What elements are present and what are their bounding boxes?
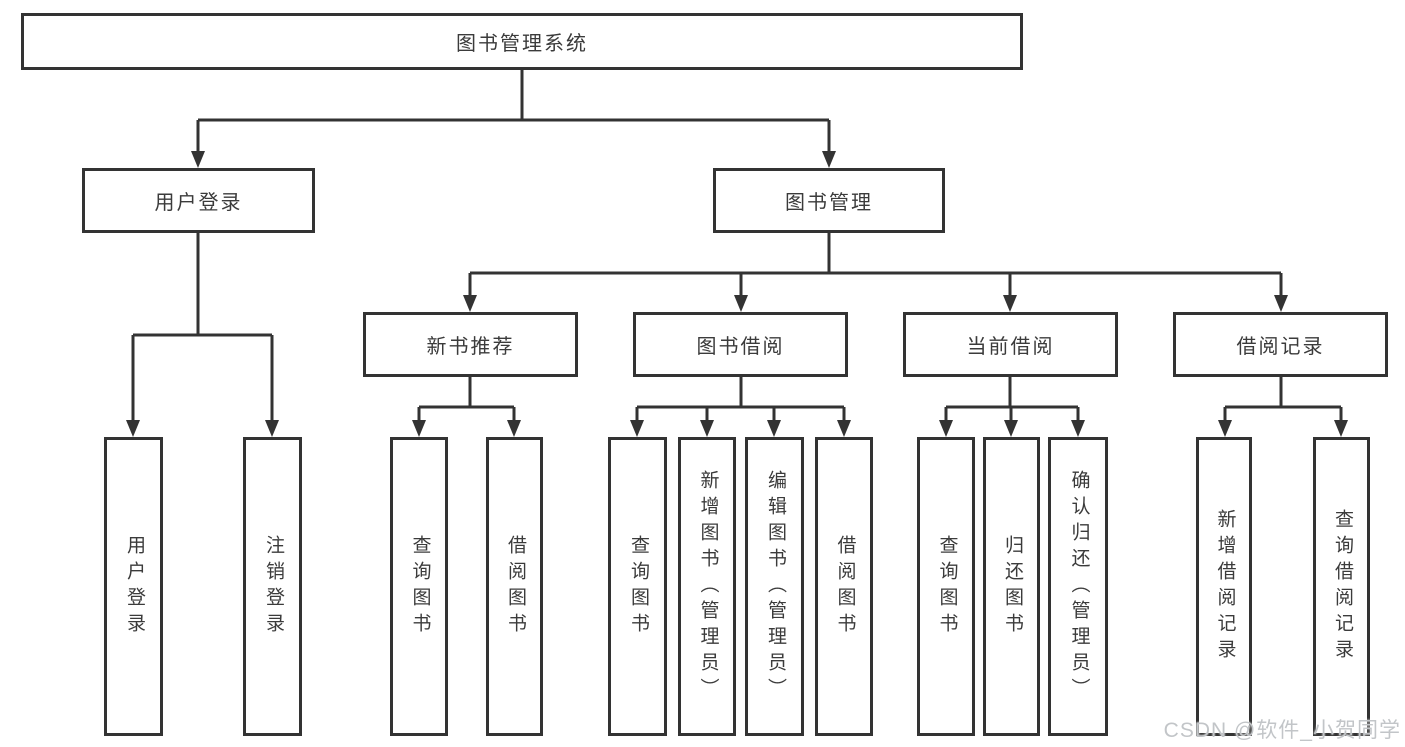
leaf-logout: 注销登录 <box>243 437 302 736</box>
node-label: 图书管理系统 <box>456 33 588 55</box>
leaf-query-books: 查询图书 <box>917 437 975 736</box>
leaf-label: 查询图书 <box>409 534 431 639</box>
node-label: 借阅记录 <box>1236 336 1325 358</box>
leaf-borrow-books: 借阅图书 <box>815 437 873 736</box>
leaf-label: 归还图书 <box>1001 534 1023 639</box>
leaf-label: 查询图书 <box>627 534 649 639</box>
node-root-library-management-system: 图书管理系统 <box>21 13 1023 70</box>
leaf-label: 借阅图书 <box>834 534 856 639</box>
arrowheads <box>126 151 1348 437</box>
leaf-borrow-books: 借阅图书 <box>486 437 543 736</box>
leaf-label: 注销登录 <box>262 534 284 639</box>
node-new-book-recommend: 新书推荐 <box>363 312 578 377</box>
node-user-login: 用户登录 <box>82 168 315 233</box>
leaf-return-books: 归还图书 <box>983 437 1040 736</box>
node-current-borrow: 当前借阅 <box>903 312 1118 377</box>
node-book-borrow: 图书借阅 <box>633 312 848 377</box>
leaf-confirm-return-admin: 确认归还（管理员） <box>1048 437 1108 736</box>
node-label: 图书管理 <box>785 192 873 214</box>
leaf-label: 编辑图书（管理员） <box>764 469 786 704</box>
leaf-query-books: 查询图书 <box>608 437 667 736</box>
node-book-management: 图书管理 <box>713 168 945 233</box>
csdn-watermark: CSDN @软件_小贺同学 <box>1163 719 1401 742</box>
leaf-label: 借阅图书 <box>504 534 526 639</box>
leaf-user-login: 用户登录 <box>104 437 163 736</box>
leaf-query-borrow-record: 查询借阅记录 <box>1313 437 1370 736</box>
leaf-edit-books-admin: 编辑图书（管理员） <box>745 437 804 736</box>
node-label: 图书借阅 <box>696 336 785 358</box>
leaf-add-borrow-record: 新增借阅记录 <box>1196 437 1252 736</box>
leaf-label: 新增借阅记录 <box>1214 508 1236 665</box>
node-label: 新书推荐 <box>426 336 515 358</box>
node-label: 用户登录 <box>154 192 243 214</box>
leaf-label: 新增图书（管理员） <box>697 469 719 704</box>
leaf-label: 确认归还（管理员） <box>1068 469 1090 704</box>
node-label: 当前借阅 <box>966 336 1055 358</box>
node-borrow-records: 借阅记录 <box>1173 312 1388 377</box>
leaf-label: 查询图书 <box>936 534 958 639</box>
leaf-label: 查询借阅记录 <box>1331 508 1353 665</box>
leaf-add-books-admin: 新增图书（管理员） <box>678 437 736 736</box>
leaf-query-books: 查询图书 <box>390 437 448 736</box>
leaf-label: 用户登录 <box>123 534 145 639</box>
